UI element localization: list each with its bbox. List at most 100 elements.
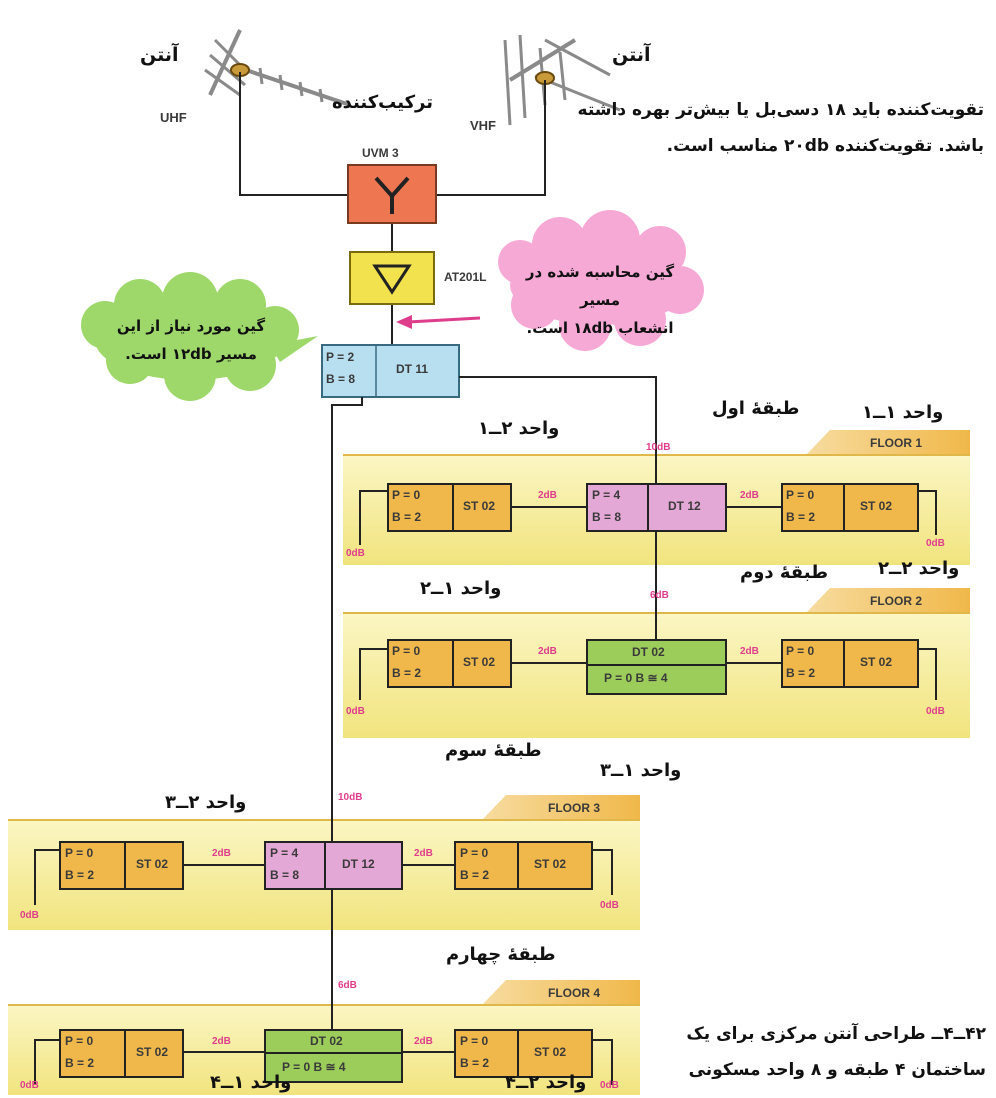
f1-dt12-p: P = 4 [592, 488, 621, 502]
unit-2-3-label: واحد ۲ــ۳ [165, 792, 247, 813]
green-cloud [81, 272, 318, 401]
amplifier-model: AT201L [444, 270, 487, 284]
f4-right-model: ST 02 [534, 1045, 567, 1059]
f3-right-end-level: 0dB [600, 900, 619, 911]
amplifier-note-line-2: باشد. تقویت‌کننده ۲۰db مناسب است. [666, 136, 984, 156]
floor-4-tag: FLOOR 4 [548, 986, 601, 1000]
f2-left-p: P = 0 [392, 644, 421, 658]
dt11-main-tap [321, 344, 460, 398]
unit-2-1-label: واحد ۲ــ۱ [478, 418, 560, 439]
floor-1-tag: FLOOR 1 [870, 436, 923, 450]
floor-1-riser-loss: 10dB [646, 442, 671, 453]
head-end-cables [239, 72, 546, 345]
f3-left-p: P = 0 [65, 846, 94, 860]
unit-1-3-label: واحد ۱ــ۳ [600, 760, 682, 781]
floor-2-tag: FLOOR 2 [870, 594, 923, 608]
f1-dt12-b: B = 8 [592, 510, 622, 524]
uhf-band-label: UHF [160, 110, 187, 125]
f4-left-p: P = 0 [65, 1034, 94, 1048]
f4-right-link-loss: 2dB [414, 1036, 433, 1047]
f4-left-link-loss: 2dB [212, 1036, 231, 1047]
f1-right-link-loss: 2dB [740, 490, 759, 501]
vhf-band-label: VHF [470, 118, 496, 133]
f4-right-end-level: 0dB [600, 1080, 619, 1091]
f2-right-end-level: 0dB [926, 706, 945, 717]
dt11-b-value: B = 8 [326, 372, 356, 386]
f4-left-model: ST 02 [136, 1045, 169, 1059]
f3-right-b: B = 2 [460, 868, 490, 882]
floor-3-fa-label: طبقهٔ سوم [445, 740, 542, 761]
f1-left-p: P = 0 [392, 488, 421, 502]
riser-cables [331, 376, 657, 1030]
f1-dt12-model: DT 12 [668, 499, 701, 513]
figure-caption: ۴۲ــ۴ــ طراحی آنتن مرکزی برای یک ساختمان… [660, 1016, 986, 1088]
f3-left-b: B = 2 [65, 868, 95, 882]
green-cloud-line-2: مسیر ۱۲db است. [125, 345, 257, 363]
pink-arrow [396, 315, 481, 329]
f3-right-link-loss: 2dB [414, 848, 433, 859]
floor-3-components [34, 841, 613, 905]
f1-left-b: B = 2 [392, 510, 422, 524]
f1-right-end-level: 0dB [926, 538, 945, 549]
combiner-model: UVM 3 [362, 146, 399, 160]
uhf-antenna-icon [204, 29, 351, 107]
f3-right-model: ST 02 [534, 857, 567, 871]
floor-3-tag: FLOOR 3 [548, 801, 601, 815]
green-cloud-text: گین مورد نیاز از این مسیر ۱۲db است. [100, 312, 282, 368]
vhf-antenna-icon [503, 34, 621, 126]
f2-right-b: B = 2 [786, 666, 816, 680]
f4-dt02-pb: P = 0 B ≅ 4 [282, 1060, 346, 1074]
f3-dt12-model: DT 12 [342, 857, 375, 871]
unit-2-2-label: واحد ۲ــ۲ [878, 558, 960, 579]
pink-cloud-text: گین محاسبه شده در مسیر انشعاب ۱۸db است. [510, 258, 690, 342]
f4-right-b: B = 2 [460, 1056, 490, 1070]
uhf-antenna-title: آنتن [140, 44, 179, 66]
f3-left-link-loss: 2dB [212, 848, 231, 859]
f3-dt12-p: P = 4 [270, 846, 299, 860]
amplifier-note: تقویت‌کننده باید ۱۸ دسی‌بل یا بیش‌تر بهر… [560, 92, 984, 164]
unit-1-2-label: واحد ۱ــ۲ [420, 578, 502, 599]
unit-1-1-label: واحد ۱ــ۱ [862, 402, 944, 423]
floor-1-components [359, 483, 937, 545]
unit-1-4-label: واحد ۱ــ۴ [210, 1072, 292, 1093]
f2-dt02-pb: P = 0 B ≅ 4 [604, 671, 668, 685]
vhf-antenna-title: آنتن [612, 44, 651, 66]
floor-2-fa-label: طبقهٔ دوم [740, 562, 829, 583]
dt11-p-value: P = 2 [326, 350, 355, 364]
pink-cloud-line-2: انشعاب ۱۸db است. [526, 319, 674, 337]
green-cloud-line-1: گین مورد نیاز از این [116, 317, 266, 335]
f2-left-b: B = 2 [392, 666, 422, 680]
floor-3-riser-loss: 10dB [338, 792, 363, 803]
f4-left-end-level: 0dB [20, 1080, 39, 1091]
amplifier-block [349, 251, 435, 305]
f1-right-p: P = 0 [786, 488, 815, 502]
f2-left-link-loss: 2dB [538, 646, 557, 657]
floor-4-components [34, 1029, 613, 1085]
f1-left-end-level: 0dB [346, 548, 365, 559]
f1-left-model: ST 02 [463, 499, 496, 513]
f3-right-p: P = 0 [460, 846, 489, 860]
f2-right-link-loss: 2dB [740, 646, 759, 657]
f4-right-p: P = 0 [460, 1034, 489, 1048]
floor-2-riser-loss: 6dB [650, 590, 669, 601]
pink-cloud [498, 210, 704, 351]
f1-left-link-loss: 2dB [538, 490, 557, 501]
floor-4-fa-label: طبقهٔ چهارم [446, 944, 556, 965]
floor-4-riser-loss: 6dB [338, 980, 357, 991]
f3-left-end-level: 0dB [20, 910, 39, 921]
amplifier-note-line-1: تقویت‌کننده باید ۱۸ دسی‌بل یا بیش‌تر بهر… [577, 100, 984, 120]
f3-dt12-b: B = 8 [270, 868, 300, 882]
caption-line-1: ۴۲ــ۴ــ طراحی آنتن مرکزی برای یک [686, 1024, 986, 1044]
combiner-block [347, 164, 437, 224]
f2-left-model: ST 02 [463, 655, 496, 669]
floor-2-components [359, 639, 937, 700]
f3-left-model: ST 02 [136, 857, 169, 871]
floor-1-fa-label: طبقهٔ اول [712, 398, 800, 419]
combiner-label: ترکیب‌کننده [332, 92, 434, 113]
f1-right-model: ST 02 [860, 499, 893, 513]
f2-dt02-model: DT 02 [632, 645, 665, 659]
f1-right-b: B = 2 [786, 510, 816, 524]
f2-right-p: P = 0 [786, 644, 815, 658]
pink-cloud-line-1: گین محاسبه شده در مسیر [525, 263, 675, 309]
f2-left-end-level: 0dB [346, 706, 365, 717]
